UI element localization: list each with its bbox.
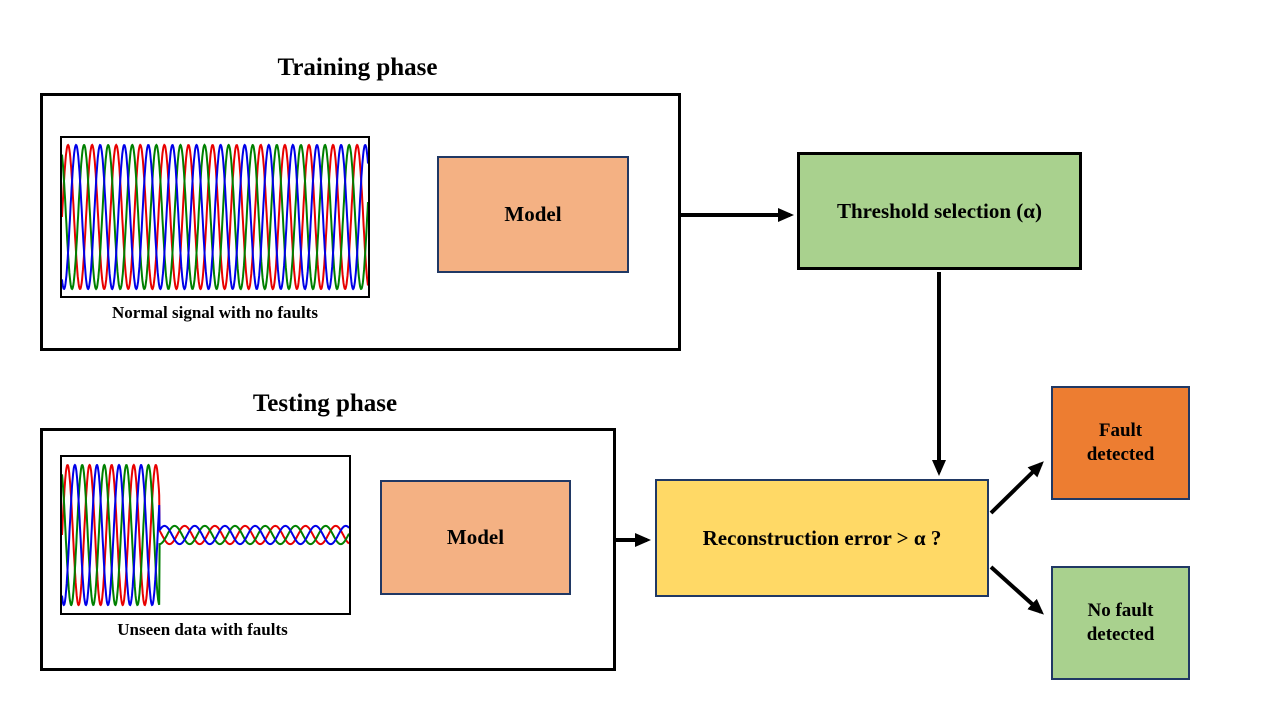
testing-phase-title: Testing phase bbox=[252, 390, 398, 417]
arrow-decision-to-no-fault bbox=[989, 565, 1044, 615]
testing-model-label: Model bbox=[446, 525, 505, 549]
threshold-selection-label: Threshold selection (α) bbox=[837, 198, 1042, 223]
threshold-selection-box: Threshold selection (α) bbox=[797, 152, 1082, 270]
training-phase-title: Training phase bbox=[277, 54, 438, 81]
reconstruction-error-decision-box: Reconstruction error > α ? bbox=[655, 479, 989, 597]
testing-signal-caption: Unseen data with faults bbox=[117, 620, 288, 639]
arrow-decision-to-fault bbox=[989, 461, 1044, 515]
training-model-label: Model bbox=[504, 202, 562, 226]
training-signal-caption: Normal signal with no faults bbox=[112, 303, 318, 322]
training-model-box: Model bbox=[437, 156, 629, 273]
no-fault-detected-box: No fault detected bbox=[1051, 566, 1190, 680]
faulty-signal-plot bbox=[60, 455, 351, 615]
normal-signal-plot bbox=[60, 136, 370, 298]
fault-detected-box: Fault detected bbox=[1051, 386, 1190, 500]
reconstruction-error-label: Reconstruction error > α ? bbox=[702, 525, 942, 550]
testing-model-box: Model bbox=[380, 480, 571, 595]
